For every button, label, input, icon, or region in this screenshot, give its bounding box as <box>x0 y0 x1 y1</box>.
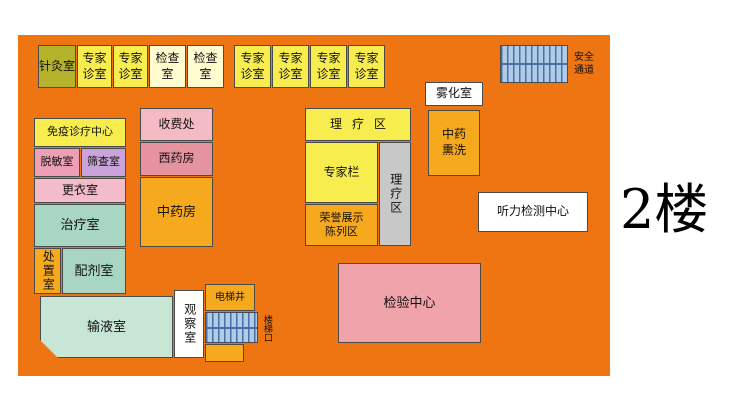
safety-stairs-icon <box>500 45 568 83</box>
room-desensitization: 脱敏室 <box>34 148 80 177</box>
utility-block <box>205 344 244 362</box>
room-elevator-shaft: 电梯井 <box>205 284 255 311</box>
room-western-pharmacy: 西药房 <box>140 142 213 176</box>
room-physiotherapy-area: 理疗区 <box>305 108 411 141</box>
room-expert-clinic-3: 专家 诊室 <box>234 45 271 88</box>
room-observation: 观察室 <box>174 290 204 358</box>
room-immunotherapy-center: 免疫诊疗中心 <box>34 118 126 147</box>
room-honor-display: 荣誉展示 陈列区 <box>305 204 378 246</box>
staircase-label: 楼梯口 <box>262 314 273 342</box>
room-expert-clinic-1: 专家 诊室 <box>77 45 112 88</box>
room-exam-1: 检查室 <box>149 45 186 88</box>
room-infusion: 输液室 <box>40 296 173 358</box>
room-treatment: 治疗室 <box>34 204 126 247</box>
room-expert-board: 专家栏 <box>305 142 378 203</box>
floor-plan-area: 针灸室 专家 诊室 专家 诊室 检查室 检查室 专家 诊室 专家 诊室 专家 诊… <box>18 35 610 376</box>
floor-title: 2楼 <box>620 178 709 241</box>
room-physiotherapy-side: 理疗区 <box>379 142 411 246</box>
room-exam-2: 检查室 <box>187 45 224 88</box>
staircase-icon <box>205 312 258 343</box>
room-acupuncture: 针灸室 <box>38 45 76 88</box>
room-expert-clinic-5: 专家 诊室 <box>310 45 347 88</box>
room-laboratory-center: 检验中心 <box>338 263 481 343</box>
room-expert-clinic-2: 专家 诊室 <box>113 45 148 88</box>
room-screening: 筛查室 <box>81 148 126 177</box>
room-nebulization: 雾化室 <box>425 82 483 106</box>
safety-exit-label: 安全 通道 <box>574 52 594 76</box>
room-cashier: 收费处 <box>140 108 213 141</box>
room-expert-clinic-6: 专家 诊室 <box>348 45 385 88</box>
room-hearing-test-center: 听力检测中心 <box>478 192 588 232</box>
room-chinese-pharmacy: 中药房 <box>140 177 213 247</box>
room-herbal-fumigation: 中药 熏洗 <box>428 110 480 176</box>
room-expert-clinic-4: 专家 诊室 <box>272 45 309 88</box>
room-changing: 更衣室 <box>34 178 126 203</box>
room-dispensing: 配剂室 <box>62 248 126 294</box>
room-disposal: 处置室 <box>34 248 61 294</box>
